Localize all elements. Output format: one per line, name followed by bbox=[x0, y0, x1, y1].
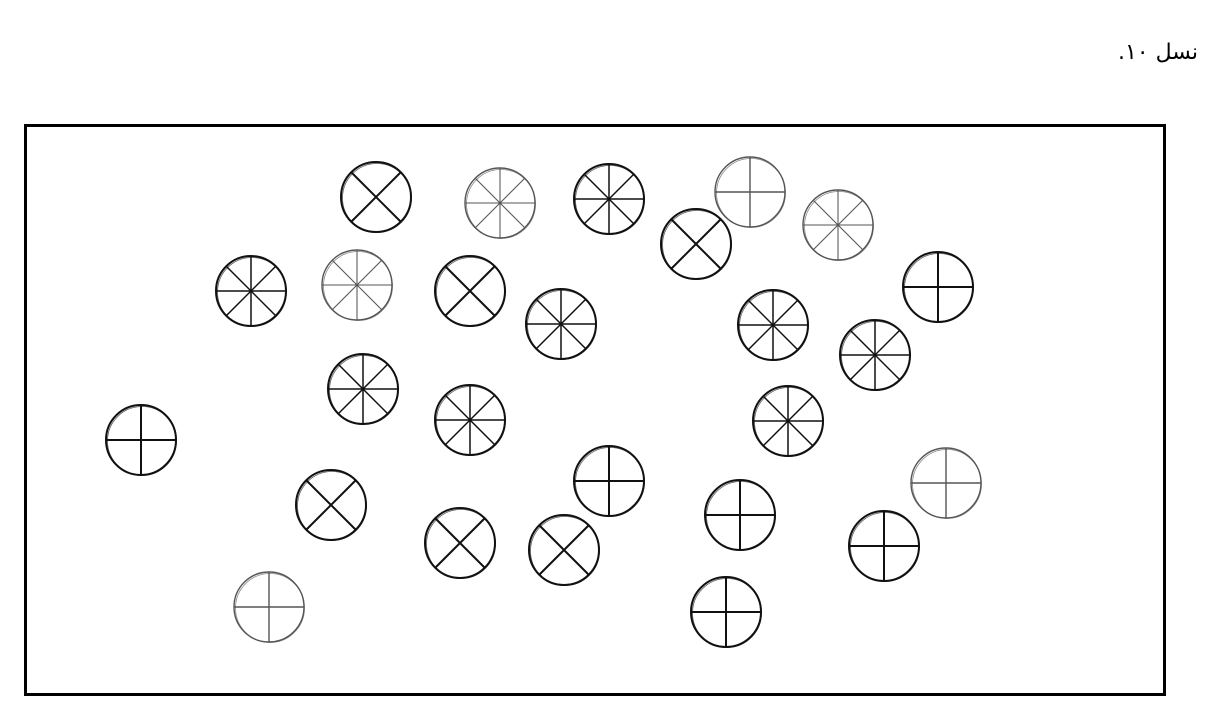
symbol-circle bbox=[528, 514, 600, 586]
caption: نسل ۱۰. bbox=[1117, 40, 1198, 65]
symbol-circle-outline bbox=[323, 251, 393, 321]
symbol-spoke bbox=[331, 259, 383, 311]
symbol-plus-18 bbox=[573, 445, 645, 517]
symbol-star-13 bbox=[327, 353, 399, 425]
symbol-circle-outline bbox=[217, 257, 287, 327]
symbol-spoke bbox=[225, 265, 277, 317]
symbol-circle-outline bbox=[342, 163, 412, 233]
symbol-star-10 bbox=[737, 289, 809, 361]
symbol-x-3 bbox=[660, 208, 732, 280]
symbol-x-8 bbox=[434, 255, 506, 327]
symbol-plus-19 bbox=[704, 479, 776, 551]
symbol-star-9 bbox=[525, 288, 597, 360]
symbol-circle bbox=[424, 507, 496, 579]
symbol-circle-outline bbox=[530, 516, 600, 586]
symbol-circle-outline bbox=[297, 471, 367, 541]
symbol-x-22 bbox=[528, 514, 600, 586]
symbol-circle-outline bbox=[841, 321, 911, 391]
diagram-frame bbox=[24, 124, 1166, 696]
symbol-circle-outline bbox=[527, 290, 597, 360]
diagram-canvas bbox=[105, 156, 982, 648]
symbol-star-5 bbox=[802, 189, 874, 261]
symbol-plus-16 bbox=[105, 404, 177, 476]
symbol-circle-outline bbox=[804, 191, 874, 261]
symbol-circle-outline bbox=[466, 169, 536, 239]
symbol-spoke bbox=[350, 171, 402, 223]
symbol-circle-outline bbox=[716, 158, 786, 228]
symbol-circle-outline bbox=[662, 210, 732, 280]
symbol-star-2 bbox=[573, 163, 645, 235]
symbol-spoke bbox=[337, 363, 389, 415]
symbol-circle-outline bbox=[912, 449, 982, 519]
symbol-star-14 bbox=[434, 384, 506, 456]
symbol-circle-outline bbox=[575, 165, 645, 235]
symbol-spoke bbox=[535, 298, 587, 350]
symbol-circle-outline bbox=[436, 386, 506, 456]
symbol-x-0 bbox=[340, 161, 412, 233]
symbol-spoke bbox=[444, 394, 496, 446]
symbol-x-21 bbox=[424, 507, 496, 579]
symbol-circle bbox=[340, 161, 412, 233]
symbol-spoke bbox=[444, 265, 496, 317]
symbol-x-17 bbox=[295, 469, 367, 541]
symbol-spoke bbox=[305, 479, 357, 531]
symbol-star-7 bbox=[321, 249, 393, 321]
symbol-spoke bbox=[812, 199, 864, 251]
symbol-circle bbox=[295, 469, 367, 541]
symbol-circle-outline bbox=[235, 573, 305, 643]
symbol-plus-20 bbox=[910, 447, 982, 519]
symbol-circle-outline bbox=[426, 509, 496, 579]
symbol-spoke bbox=[670, 218, 722, 270]
symbol-circle-outline bbox=[739, 291, 809, 361]
symbol-spoke bbox=[538, 524, 590, 576]
symbol-circle-outline bbox=[436, 257, 506, 327]
symbol-circle-outline bbox=[754, 387, 824, 457]
symbol-circle bbox=[660, 208, 732, 280]
symbol-star-6 bbox=[215, 255, 287, 327]
symbol-plus-11 bbox=[902, 251, 974, 323]
symbol-star-12 bbox=[839, 319, 911, 391]
symbol-spoke bbox=[849, 329, 901, 381]
symbol-spoke bbox=[474, 177, 526, 229]
symbol-spoke bbox=[434, 517, 486, 569]
symbol-circle bbox=[434, 255, 506, 327]
symbol-spoke bbox=[747, 299, 799, 351]
symbol-plus-24 bbox=[233, 571, 305, 643]
symbol-spoke bbox=[583, 173, 635, 225]
symbol-plus-4 bbox=[714, 156, 786, 228]
symbol-star-1 bbox=[464, 167, 536, 239]
symbol-star-15 bbox=[752, 385, 824, 457]
symbol-plus-25 bbox=[690, 576, 762, 648]
symbol-circle-outline bbox=[329, 355, 399, 425]
symbol-plus-23 bbox=[848, 510, 920, 582]
symbol-spoke bbox=[762, 395, 814, 447]
